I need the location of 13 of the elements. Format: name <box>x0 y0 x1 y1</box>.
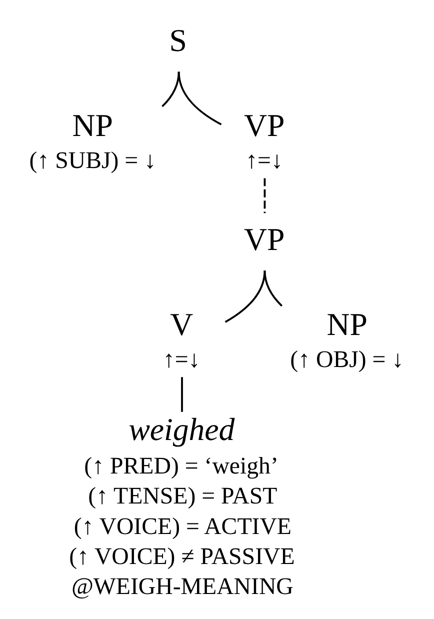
connector <box>224 270 266 323</box>
node-text: V ↑=↓ <box>162 306 200 373</box>
node-text: NP (↑ OBJ) = ↓ <box>290 306 404 373</box>
node-text: VP ↑=↓ <box>244 108 285 174</box>
connector <box>162 72 180 108</box>
node-text: S <box>169 23 187 58</box>
node-text: NP (↑ SUBJ) = ↓ <box>29 108 156 174</box>
connector <box>178 72 222 126</box>
node-text: weighed (↑ PRED) = ‘weigh’ (↑ TENSE) = PAST (↑ VOICE) = ACTIVE (↑ VOICE) ≠ PASSIVE @WEIGH-MEANING <box>69 412 295 600</box>
connector <box>181 377 183 412</box>
connector <box>264 270 283 307</box>
connector <box>264 178 266 214</box>
node-text: VP <box>244 222 285 257</box>
